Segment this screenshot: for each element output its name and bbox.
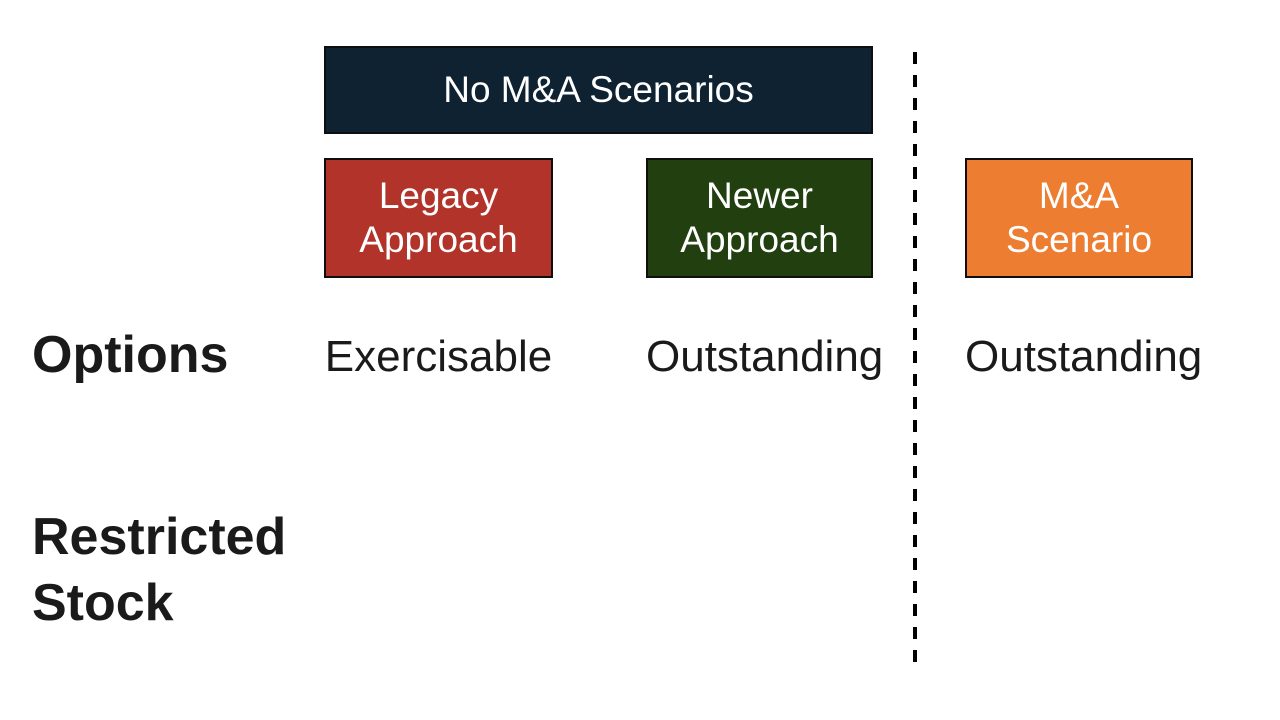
column-box-ma-scenario: M&A Scenario bbox=[965, 158, 1193, 278]
column-box-legacy-approach: Legacy Approach bbox=[324, 158, 553, 278]
row-label-restricted-stock: Restricted Stock bbox=[32, 508, 287, 633]
header-label: No M&A Scenarios bbox=[443, 69, 754, 110]
cell-options-newer: Outstanding bbox=[646, 332, 884, 381]
header-box-no-ma-scenarios: No M&A Scenarios bbox=[324, 46, 873, 134]
row-label-options: Options bbox=[32, 326, 229, 384]
vertical-dashed-divider bbox=[913, 52, 917, 672]
column-label-legacy-approach: Legacy Approach bbox=[359, 174, 518, 260]
cell-options-legacy: Exercisable bbox=[324, 332, 553, 381]
column-box-newer-approach: Newer Approach bbox=[646, 158, 873, 278]
column-label-newer-approach: Newer Approach bbox=[680, 174, 839, 260]
cell-options-ma: Outstanding bbox=[965, 332, 1203, 381]
column-label-ma-scenario: M&A Scenario bbox=[1005, 174, 1153, 260]
